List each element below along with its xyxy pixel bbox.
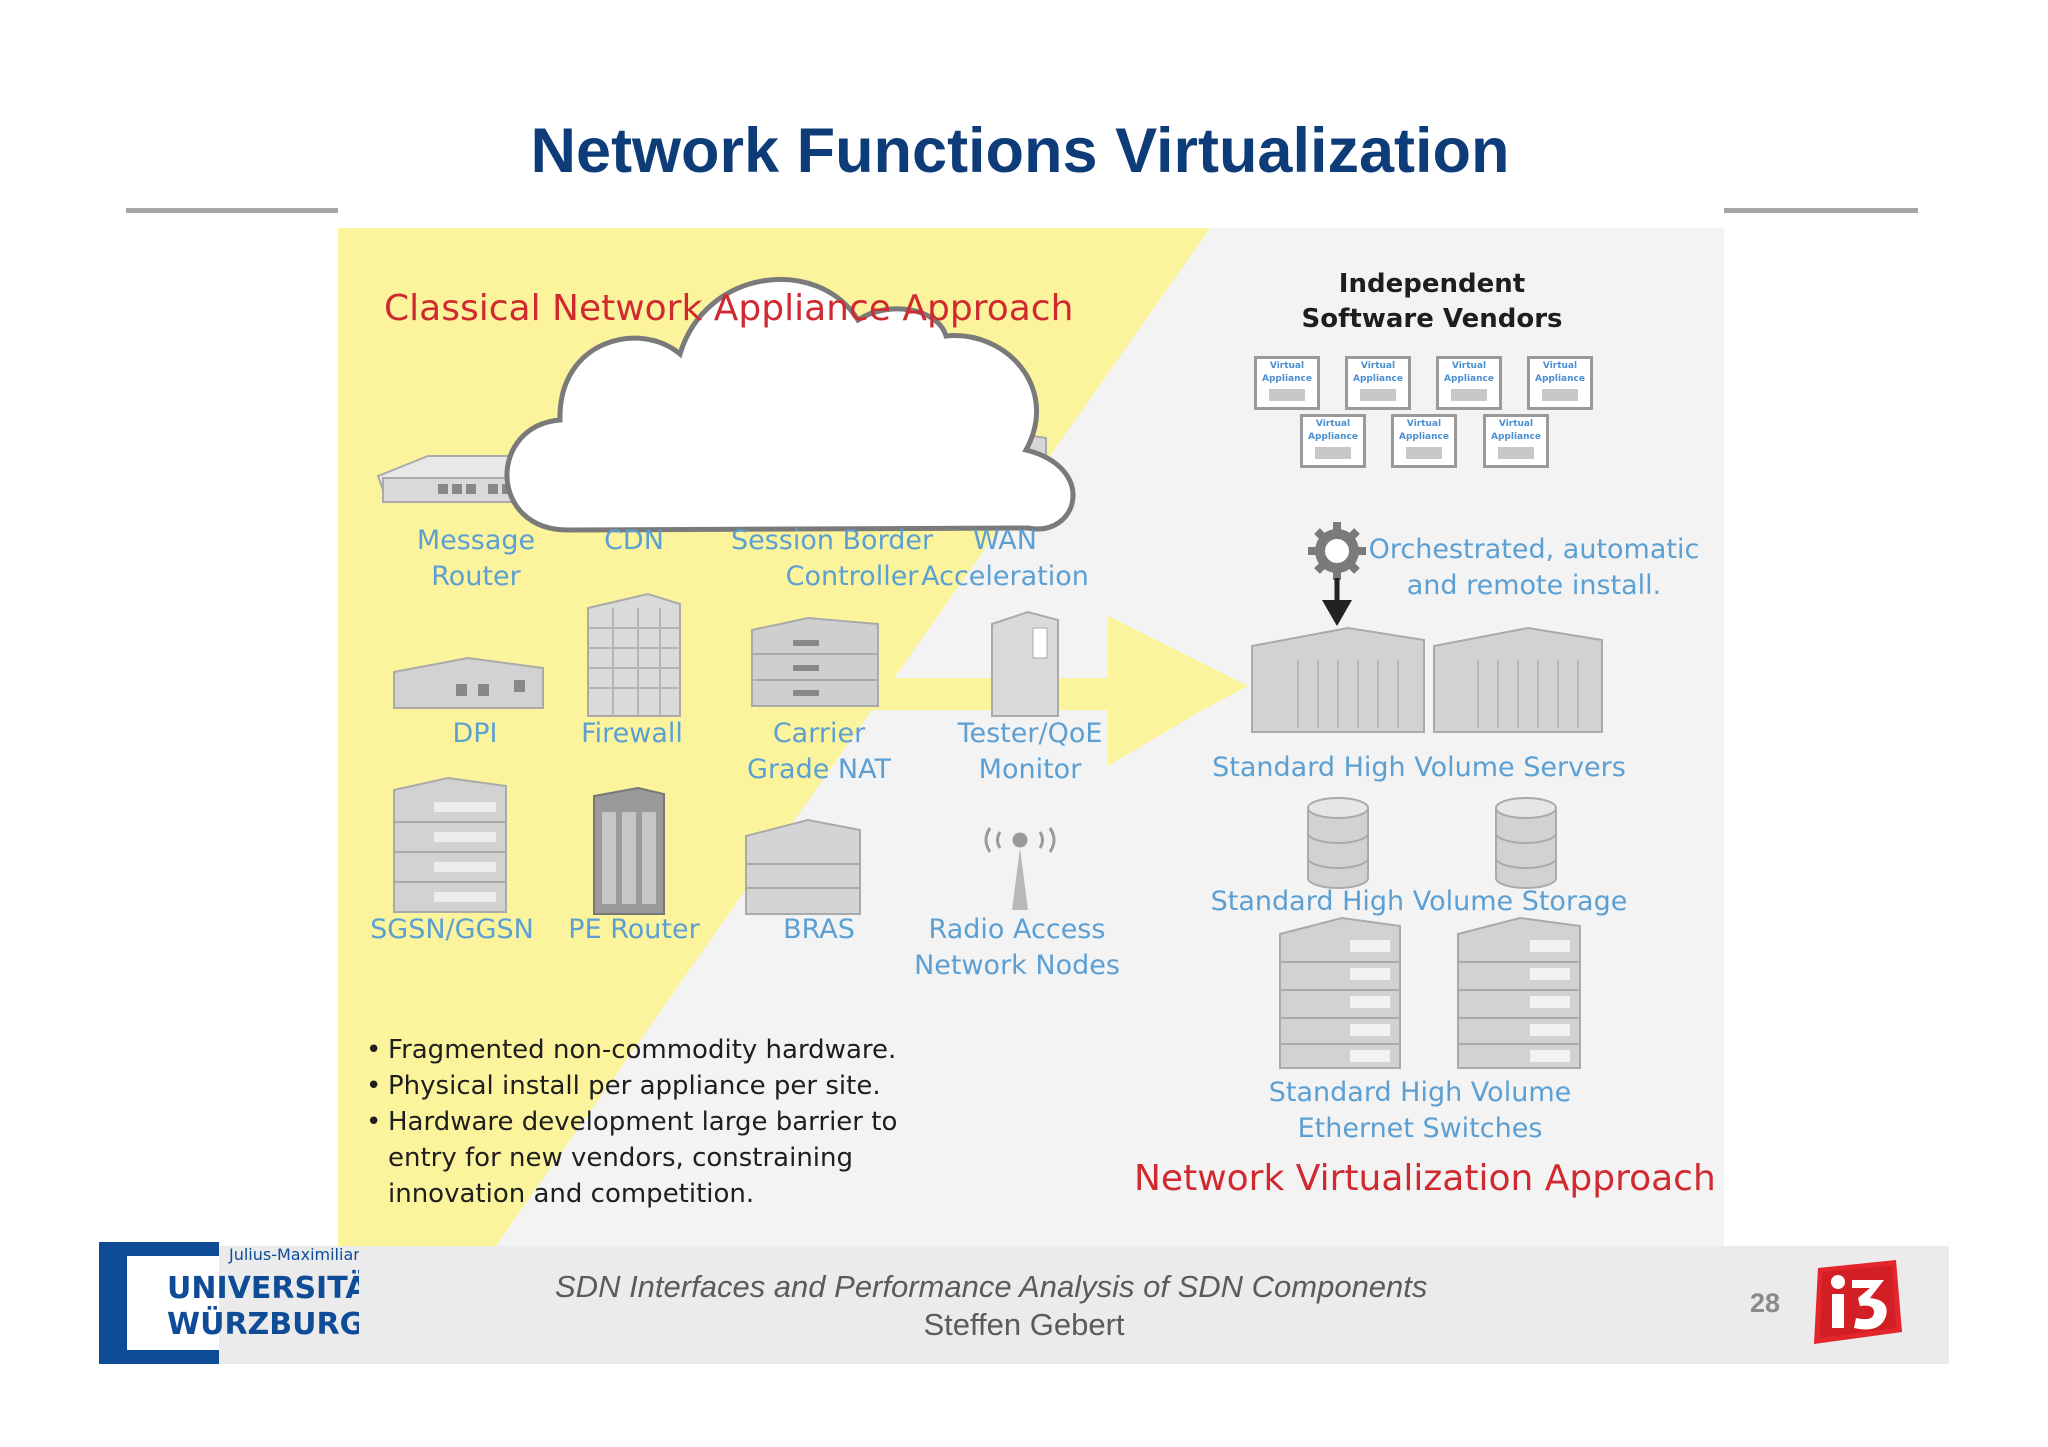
slide-title: Network Functions Virtualization: [530, 116, 1510, 186]
classical-bullets: Fragmented non-commodity hardware. Physi…: [366, 1032, 926, 1212]
sgsn-ggsn-device: [393, 776, 507, 913]
i3-logo-icon: [1808, 1258, 1904, 1346]
title-rule-right: [1724, 208, 1918, 213]
storage-cylinder-1: [1307, 797, 1369, 889]
footer-author: Steffen Gebert: [923, 1307, 1125, 1342]
university-logo: Julius-Maximilians- UNIVERSITÄT WÜRZBURG: [99, 1242, 387, 1364]
diagram-graphics: [338, 228, 1603, 1250]
radio-access-antenna: [984, 827, 1056, 910]
page-number: 28: [1750, 1288, 1781, 1318]
logo-line3: WÜRZBURG: [167, 1305, 359, 1342]
nfv-diagram: Classical Network Appliance Approach Net…: [338, 228, 1724, 1250]
label-standard-servers: Standard High Volume Servers: [1212, 752, 1626, 783]
label-dpi: DPI: [452, 718, 498, 749]
logo-line1: Julius-Maximilians-: [228, 1245, 359, 1264]
install-arrow-head: [1322, 600, 1352, 626]
label-standard-storage: Standard High Volume Storage: [1210, 886, 1628, 917]
orchestration-gear: [1308, 522, 1366, 580]
tester-qoe-monitor-device: [991, 610, 1059, 717]
ethernet-switch-stack-1: [1279, 916, 1401, 1069]
bullet-item: Physical install per appliance per site.: [366, 1068, 926, 1104]
standard-server-2: [1433, 626, 1603, 733]
label-pe-router: PE Router: [568, 914, 700, 945]
label-firewall: Firewall: [581, 718, 683, 749]
footer-course-title: SDN Interfaces and Performance Analysis …: [555, 1269, 1428, 1304]
dpi-device: [393, 656, 544, 709]
footer-bar: [99, 1246, 1949, 1364]
virtualization-approach-heading: Network Virtualization Approach: [1134, 1158, 1716, 1199]
standard-server-1: [1251, 626, 1425, 733]
pe-router-device: [593, 786, 665, 915]
classical-approach-heading: Classical Network Appliance Approach: [384, 288, 1074, 329]
logo-line2: UNIVERSITÄT: [167, 1270, 359, 1306]
label-bras: BRAS: [783, 914, 855, 945]
bras-device: [745, 818, 861, 915]
label-sgsn-ggsn: SGSN/GGSN: [370, 914, 534, 945]
ethernet-switch-stack-2: [1457, 916, 1581, 1069]
label-cdn: CDN: [604, 525, 664, 556]
university-logo-mark: Julius-Maximilians- UNIVERSITÄT WÜRZBURG: [99, 1242, 387, 1364]
bullet-item: Fragmented non-commodity hardware.: [366, 1032, 926, 1068]
software-vendor-cloud: [504, 276, 1076, 533]
bullet-item: Hardware development large barrier to en…: [366, 1104, 926, 1212]
carrier-grade-nat-device: [751, 616, 879, 707]
storage-cylinder-2: [1495, 797, 1557, 889]
firewall-device: [587, 592, 681, 717]
title-rule-left: [126, 208, 338, 213]
